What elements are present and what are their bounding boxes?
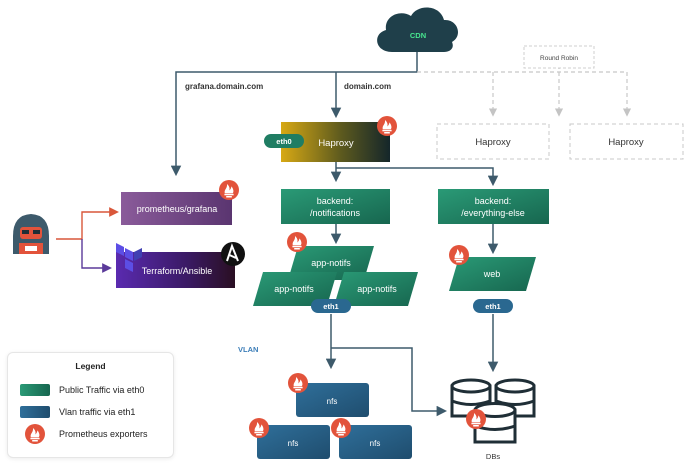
nfs-top-label: nfs — [327, 397, 338, 406]
legend-item-vlan: Vlan traffic via eth1 — [20, 404, 135, 420]
ansible-icon — [221, 242, 245, 266]
app-notifs-left-label: app-notifs — [274, 284, 314, 294]
backend-notifications-line2: /notifications — [310, 208, 361, 218]
route-domain-label: domain.com — [344, 82, 391, 91]
terraform-icon — [116, 243, 142, 272]
app-notifs-left: app-notifs — [253, 272, 337, 306]
route-grafana-label: grafana.domain.com — [185, 82, 263, 91]
database-icon — [450, 378, 536, 444]
backend-everything-else: backend: /everything-else — [438, 189, 549, 224]
app-notifs-right: app-notifs — [334, 272, 418, 306]
eth0-label: eth0 — [276, 137, 291, 146]
haproxy-replica-b-label: Haproxy — [608, 137, 644, 148]
backend-notifications-line1: backend: — [317, 196, 354, 206]
nfs-left: nfs — [249, 418, 330, 459]
terraform-node: Terraform/Ansible — [116, 242, 245, 288]
vlan-traffic-swatch — [20, 406, 50, 418]
legend-item-label: Vlan traffic via eth1 — [59, 407, 136, 417]
terraform-label: Terraform/Ansible — [142, 266, 213, 276]
legend-item-label: Public Traffic via eth0 — [59, 385, 145, 395]
app-notifs-right-label: app-notifs — [357, 284, 397, 294]
db-left — [450, 378, 492, 418]
dbs-label: DBs — [486, 452, 500, 461]
prometheus-icon — [287, 232, 307, 252]
prometheus-icon — [219, 180, 239, 200]
haproxy-replica-a: Haproxy — [436, 123, 550, 160]
prometheus-icon — [288, 373, 308, 393]
backend-everything-line1: backend: — [475, 196, 512, 206]
web-eth1-badge — [473, 299, 513, 313]
nfs-right-label: nfs — [370, 439, 381, 448]
app-notifs-top-label: app-notifs — [311, 258, 351, 268]
web-label: web — [483, 269, 501, 279]
app-notifs-top: app-notifs — [287, 232, 374, 280]
eth0-badge — [264, 134, 304, 148]
web-node: web eth1 — [449, 245, 536, 313]
legend-title: Legend — [75, 361, 106, 371]
grafana-label: prometheus/grafana — [137, 204, 218, 214]
cloud-icon — [377, 7, 458, 53]
nfs-top: nfs — [288, 373, 369, 417]
nfs-left-label: nfs — [288, 439, 299, 448]
prometheus-icon — [249, 418, 269, 438]
legend: Legend Public Traffic via eth0 Vlan traf… — [7, 352, 174, 458]
round-robin-label: Round Robin — [540, 55, 578, 62]
prometheus-icon — [377, 116, 397, 136]
prometheus-icon — [331, 418, 351, 438]
legend-item-label: Prometheus exporters — [59, 429, 148, 439]
apps-eth1-label: eth1 — [323, 302, 338, 311]
haproxy-replica-b: Haproxy — [569, 123, 684, 160]
web-eth1-label: eth1 — [485, 302, 500, 311]
vlan-label: VLAN — [238, 345, 258, 354]
round-robin-box: Round Robin — [523, 45, 595, 69]
prometheus-icon — [449, 245, 469, 265]
apps-eth1-badge: eth1 — [311, 299, 351, 313]
connectors — [56, 52, 632, 417]
cdn-node: CDN — [377, 7, 458, 53]
backend-notifications: backend: /notifications — [281, 189, 390, 224]
haproxy-replica-a-label: Haproxy — [475, 137, 511, 148]
cdn-label: CDN — [410, 31, 426, 40]
hacker-user-icon — [13, 214, 49, 254]
grafana-node: prometheus/grafana — [121, 180, 239, 225]
haproxy-main: Haproxy eth0 — [264, 116, 397, 162]
prometheus-icon — [466, 409, 486, 429]
legend-item-public: Public Traffic via eth0 — [20, 382, 144, 398]
backend-everything-line2: /everything-else — [461, 208, 525, 218]
public-traffic-swatch — [20, 384, 50, 396]
prometheus-icon — [25, 424, 45, 444]
haproxy-main-label: Haproxy — [318, 138, 354, 149]
nfs-right: nfs — [331, 418, 412, 459]
legend-item-prometheus: Prometheus exporters — [20, 424, 148, 444]
